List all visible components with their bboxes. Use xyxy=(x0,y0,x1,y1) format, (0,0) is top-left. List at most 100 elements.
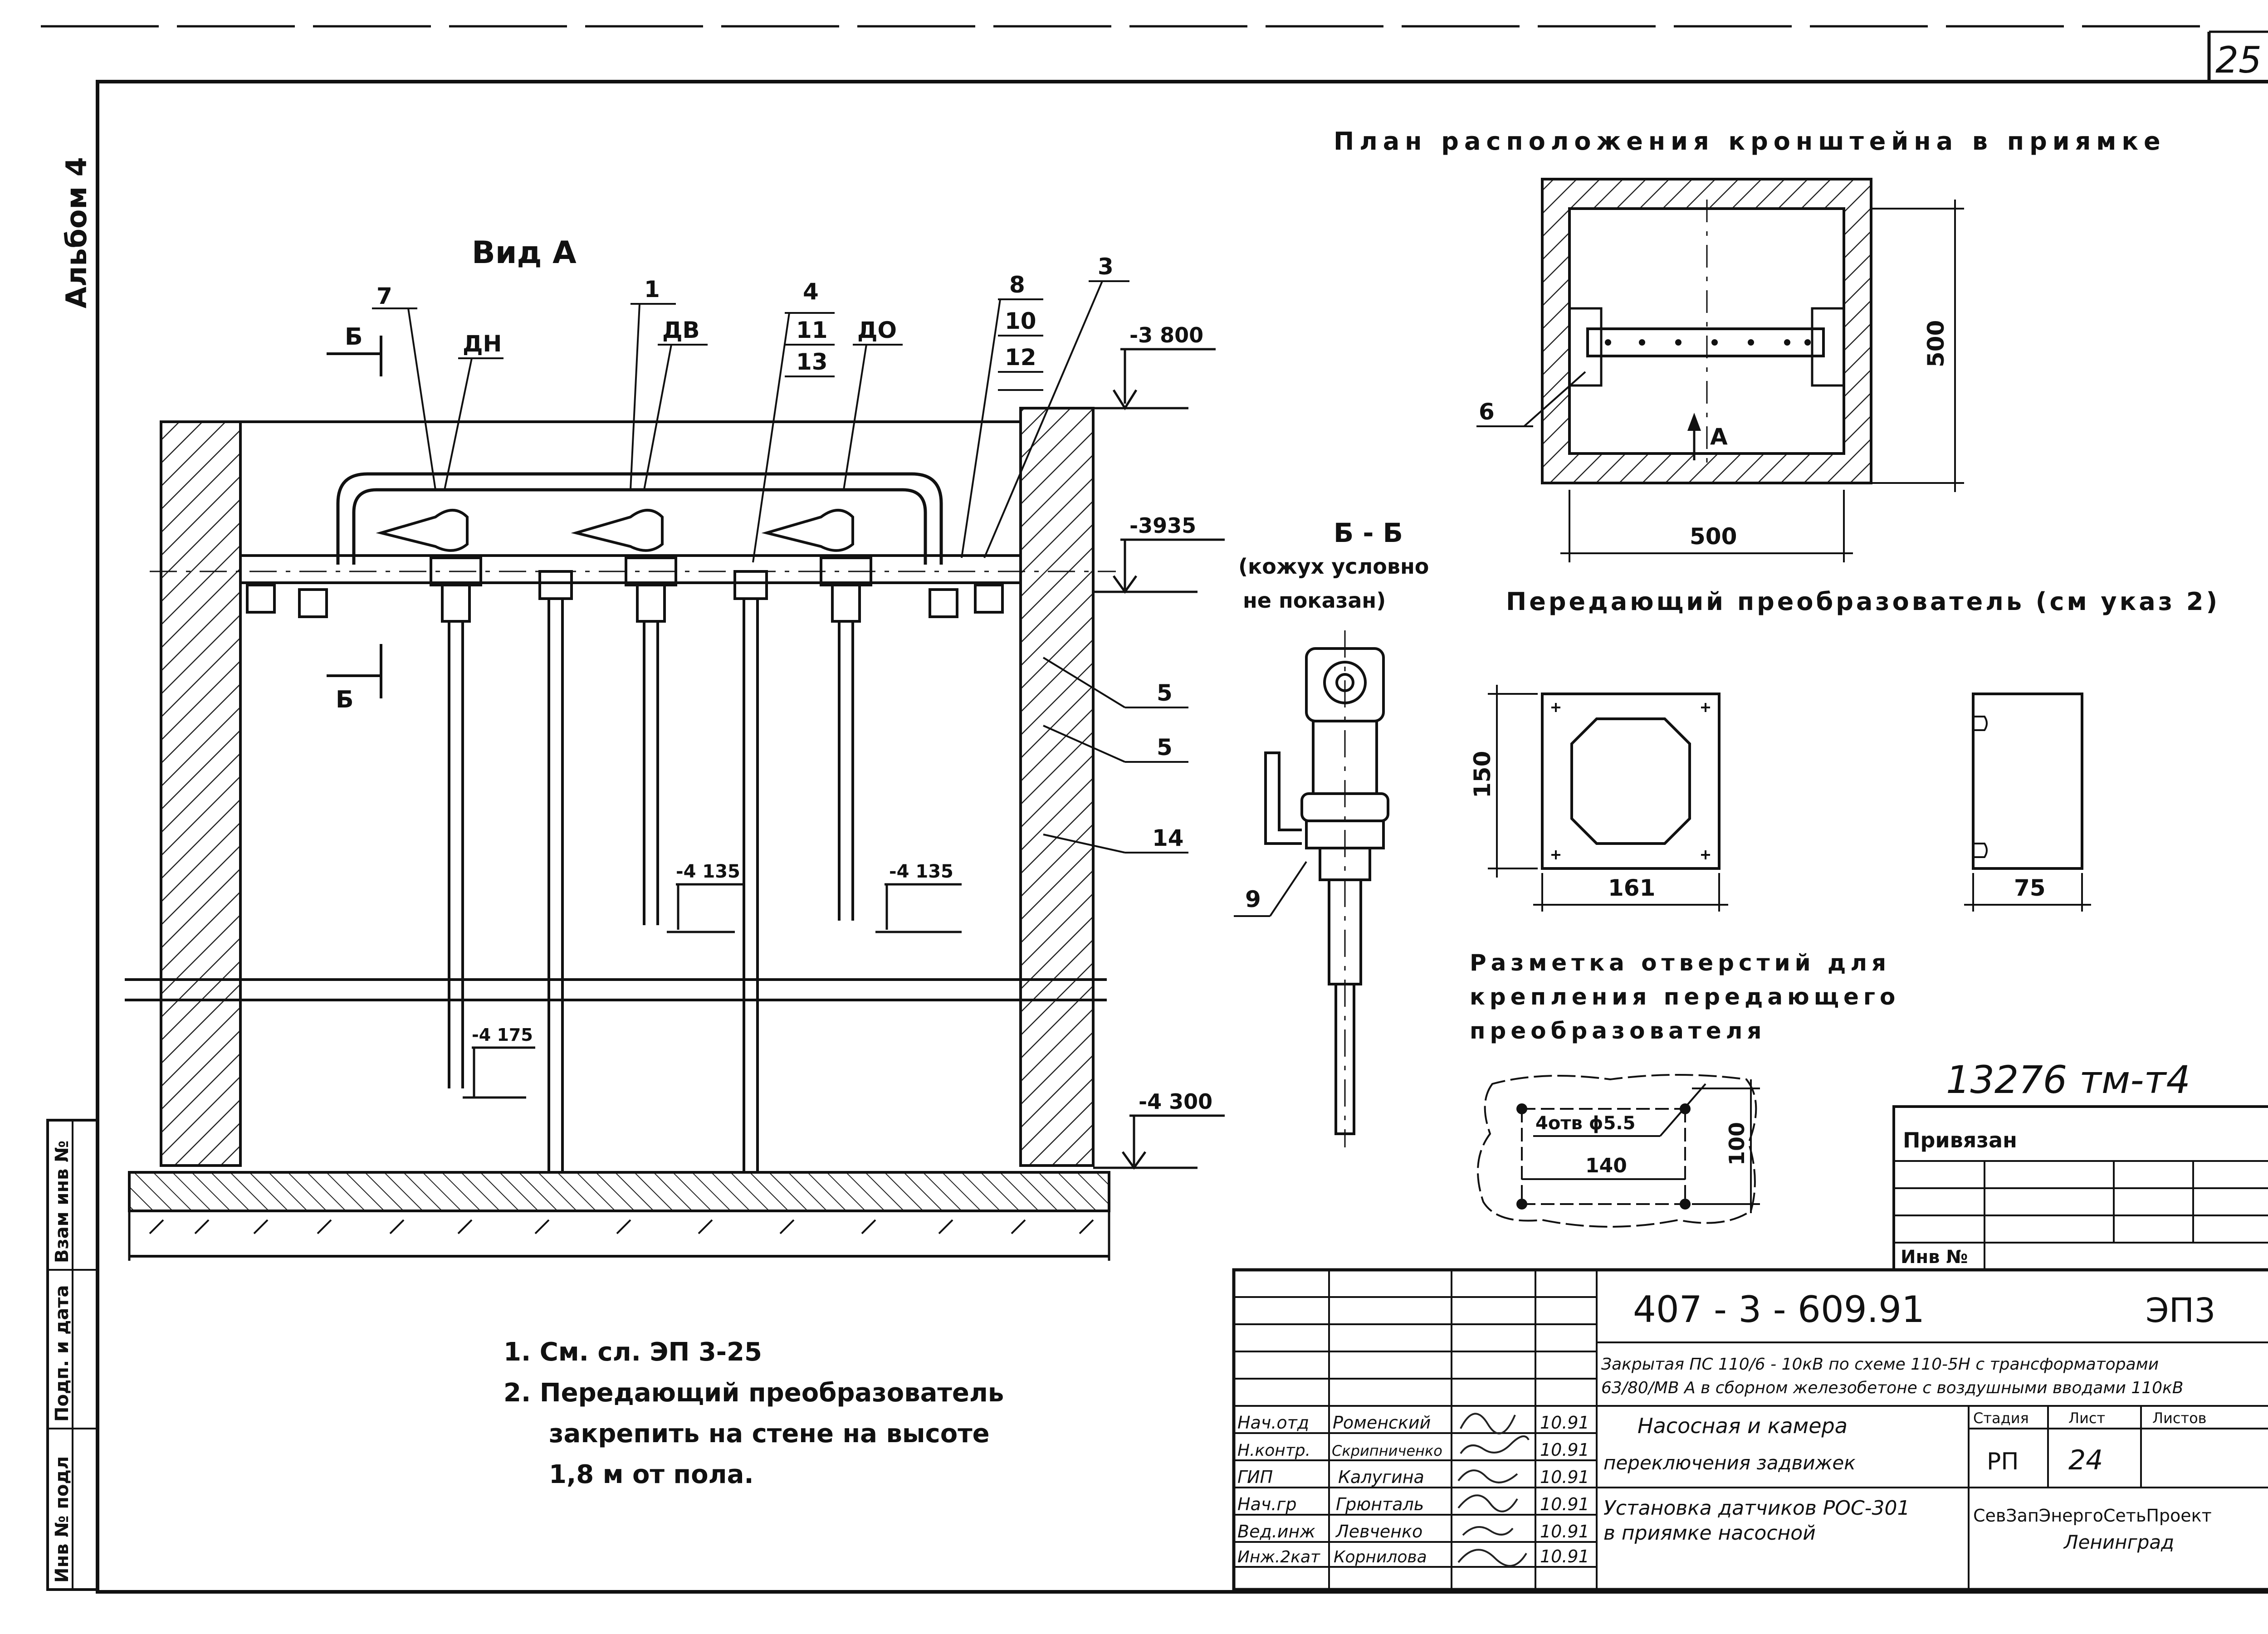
stage-value: РП xyxy=(1987,1448,2019,1475)
callout-9: 9 xyxy=(1245,886,1261,912)
staff-date-2: 10.91 xyxy=(1540,1440,1589,1460)
callout-12: 12 xyxy=(1005,344,1036,371)
staff-name-2: Скрипниченко xyxy=(1332,1442,1442,1459)
right-wall xyxy=(1019,407,1095,1167)
staff-date-6: 10.91 xyxy=(1540,1546,1589,1566)
staff-role-6: Инж.2кат xyxy=(1237,1548,1320,1566)
sensor-label-do: ДО xyxy=(857,317,897,343)
staff-name-5: Левченко xyxy=(1335,1522,1422,1541)
side-stamp-podp-data: Подп. и дата xyxy=(52,1285,73,1422)
org-line-2: Ленинград xyxy=(2063,1531,2174,1553)
transducer-dim-height: 150 xyxy=(1469,751,1496,798)
transducer-title: Передающий преобразователь (см указ 2) xyxy=(1506,587,2220,616)
holes-title-2: крепления передающего xyxy=(1470,984,1900,1010)
section-bb-note-2: не показан) xyxy=(1243,588,1386,613)
transducer-dim-depth: 75 xyxy=(2014,875,2046,901)
holes-title-3: преобразователя xyxy=(1470,1018,1766,1044)
privyazan-box: Привязан Инв № xyxy=(1892,1105,2268,1271)
sheet-frame xyxy=(96,80,2268,1594)
staff-role-2: Н.контр. xyxy=(1237,1441,1310,1460)
section-bb-title: Б - Б xyxy=(1334,517,1403,548)
project-line-1: Закрытая ПС 110/6 - 10кВ по схеме 110-5Н… xyxy=(1601,1355,2159,1374)
callout-10: 10 xyxy=(1005,308,1036,334)
plan-dim-width: 500 xyxy=(1690,523,1737,550)
title-block: 407 - 3 - 609.91 ЭП3 Закрытая ПС 110/6 -… xyxy=(1232,1268,2268,1591)
plan-title: План расположения кронштейна в приямке xyxy=(1334,127,2166,156)
privyazan-label: Привязан xyxy=(1903,1128,2017,1152)
staff-name-3: Калугина xyxy=(1338,1467,1424,1487)
staff-role-5: Вед.инж xyxy=(1237,1522,1315,1541)
hole-layout: Разметка отверстий для крепления передаю… xyxy=(1470,950,1900,1228)
level-4175: -4 175 xyxy=(472,1025,533,1045)
left-wall xyxy=(160,420,242,1167)
callout-1: 1 xyxy=(644,276,660,302)
plan-arrow-label: А xyxy=(1710,424,1728,450)
plan-callout-6: 6 xyxy=(1479,399,1495,425)
staff-name-6: Корнилова xyxy=(1334,1548,1427,1566)
note-2-line-3: 1,8 м от пола. xyxy=(549,1460,754,1489)
transducer-dim-width: 161 xyxy=(1608,875,1655,901)
staff-role-1: Нач.отд xyxy=(1237,1413,1309,1433)
privyazan-inv: Инв № xyxy=(1901,1247,1968,1268)
sheet-value: 24 xyxy=(2068,1444,2103,1476)
callout-11: 11 xyxy=(796,317,828,343)
holes-title-1: Разметка отверстий для xyxy=(1470,950,1891,976)
callout-5a: 5 xyxy=(1157,680,1173,706)
holes-dim-height: 100 xyxy=(1725,1122,1749,1166)
holes-dim-width: 140 xyxy=(1585,1154,1627,1177)
level-4135-a: -4 135 xyxy=(676,861,740,882)
side-stamp-inv-podl: Инв № подл xyxy=(52,1456,73,1583)
archive-number: 13276 тм-т4 xyxy=(1946,1058,2190,1102)
org-line-1: СевЗапЭнергоСетьПроект xyxy=(1973,1506,2212,1526)
staff-date-3: 10.91 xyxy=(1540,1467,1589,1487)
section-mark-top: Б xyxy=(345,323,363,351)
staff-date-4: 10.91 xyxy=(1540,1494,1589,1514)
signatures xyxy=(1457,1413,1530,1567)
section-bb-note-1: (кожух условно xyxy=(1238,554,1429,579)
view-a: Вид А xyxy=(125,235,1225,1261)
side-stamp-vzam-inv: Взам инв № xyxy=(52,1141,73,1263)
building-line-2: переключения задвижек xyxy=(1603,1452,1856,1474)
section-mark-bottom: Б xyxy=(336,686,354,713)
sensor-label-dv: ДВ xyxy=(662,317,700,343)
level-4135-b: -4 135 xyxy=(889,861,953,882)
level-3800: -3 800 xyxy=(1129,323,1203,347)
section-mark-bb xyxy=(327,336,382,698)
sheet-header: Лист xyxy=(2068,1410,2105,1427)
callout-4: 4 xyxy=(803,278,819,305)
floor-slab xyxy=(128,1171,1110,1212)
level-4300: -4 300 xyxy=(1139,1089,1212,1114)
plan-view: План расположения кронштейна в приямке А… xyxy=(1334,127,2166,562)
staff-role-3: ГИП xyxy=(1237,1467,1273,1487)
staff-name-4: Грюнталь xyxy=(1336,1494,1424,1514)
transducer-views: Передающий преобразователь (см указ 2) 1… xyxy=(1469,587,2220,912)
view-a-title: Вид А xyxy=(472,235,577,271)
callout-8: 8 xyxy=(1009,272,1025,298)
building-line-1: Насосная и камера xyxy=(1637,1414,1848,1438)
drawing-line-1: Установка датчиков РОС-301 xyxy=(1603,1497,1910,1520)
callout-14: 14 xyxy=(1152,825,1184,851)
title-sheet-code: ЭП3 xyxy=(2146,1291,2215,1330)
album-label: Альбом 4 xyxy=(60,157,93,308)
title-code: 407 - 3 - 609.91 xyxy=(1633,1288,1925,1331)
note-1: 1. См. сл. ЭП 3-25 xyxy=(503,1337,762,1367)
sensor-label-dn: ДН xyxy=(463,331,502,357)
staff-role-4: Нач.гр xyxy=(1237,1494,1296,1514)
section-bb: Б - Б (кожух условно не показан) 9 xyxy=(1234,517,1429,1147)
drawing-line-2: в приямке насосной xyxy=(1603,1522,1816,1545)
level-3935: -3935 xyxy=(1129,513,1196,538)
staff-date-1: 10.91 xyxy=(1540,1413,1589,1433)
callout-13: 13 xyxy=(796,349,828,375)
callout-5b: 5 xyxy=(1157,734,1173,761)
staff-date-5: 10.91 xyxy=(1540,1522,1589,1541)
holes-note: 4отв ϕ5.5 xyxy=(1535,1113,1635,1134)
plan-dim-height: 500 xyxy=(1923,320,1949,367)
sheets-header: Листов xyxy=(2152,1410,2207,1427)
notes: 1. См. сл. ЭП 3-25 2. Передающий преобра… xyxy=(503,1337,1004,1489)
note-2-line-2: закрепить на стене на высоте xyxy=(549,1419,990,1449)
stage-header: Стадия xyxy=(1973,1410,2029,1427)
callout-3: 3 xyxy=(1098,254,1114,280)
note-2-line-1: 2. Передающий преобразователь xyxy=(503,1378,1004,1408)
project-line-2: 63/80/МВ А в сборном железобетоне с возд… xyxy=(1601,1379,2184,1397)
